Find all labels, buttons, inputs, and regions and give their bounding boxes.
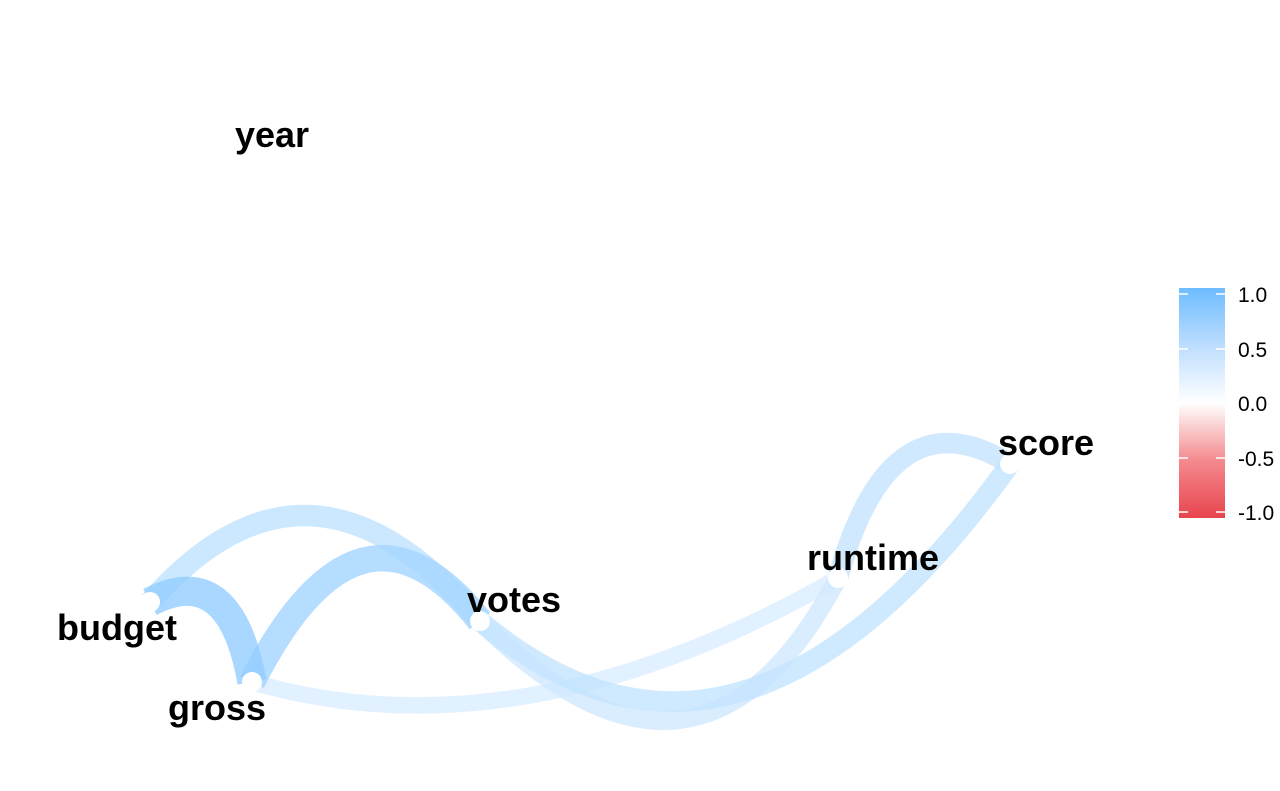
node-label-gross: gross xyxy=(168,687,266,728)
nodes-layer xyxy=(140,454,1020,692)
node-label-budget: budget xyxy=(57,607,177,648)
color-legend: 1.0 0.5 0.0 -0.5 -1.0 xyxy=(1179,284,1274,525)
legend-tick-label: 0.0 xyxy=(1238,393,1267,416)
edge-votes-score xyxy=(473,457,1019,712)
node-label-runtime: runtime xyxy=(807,537,939,578)
legend-tick-label: 1.0 xyxy=(1238,284,1267,307)
legend-tick-label: -0.5 xyxy=(1238,448,1274,471)
edge-runtime-score xyxy=(828,432,1016,581)
edge-gross-votes xyxy=(240,545,491,688)
legend-tick-label: 0.5 xyxy=(1238,339,1267,362)
node-dot-votes xyxy=(470,611,490,631)
legend-ticks xyxy=(1179,293,1225,513)
node-dot-runtime xyxy=(828,568,848,588)
edge-budget-gross xyxy=(143,576,267,685)
node-label-votes: votes xyxy=(467,579,561,620)
node-dot-gross xyxy=(242,672,262,692)
node-label-year: year xyxy=(235,114,309,155)
labels-layer: year budget gross votes runtime score xyxy=(57,114,1094,728)
edge-gross-runtime xyxy=(249,570,843,714)
node-dot-budget xyxy=(140,592,160,612)
node-dot-score xyxy=(1000,454,1020,474)
legend-tick-label: -1.0 xyxy=(1238,502,1274,525)
node-label-score: score xyxy=(998,422,1094,463)
edges-layer xyxy=(141,432,1019,730)
